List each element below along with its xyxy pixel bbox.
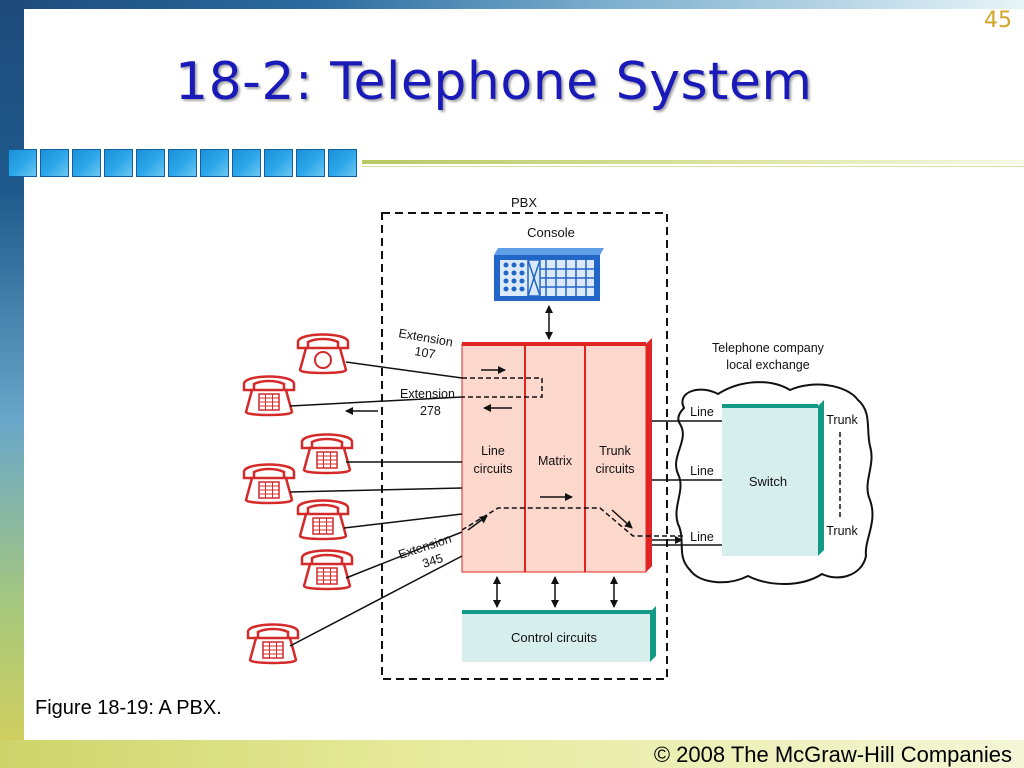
ext345-trunk-call-path	[461, 507, 646, 537]
control-circuits-label: Control circuits	[511, 630, 597, 645]
slide-title: 18-2: Telephone System	[175, 52, 813, 112]
telephone-icon	[246, 623, 300, 665]
control-circuits-box	[462, 606, 656, 662]
slide-number: 45	[984, 8, 1012, 33]
telephone-rotary-icon	[296, 333, 350, 375]
ext345-arrow-2	[611, 509, 633, 529]
exchange-lines	[652, 420, 722, 546]
telephone-icon	[242, 375, 296, 417]
copyright-notice: © 2008 The McGraw-Hill Companies	[653, 742, 1012, 767]
ext278-label-1: Extension	[400, 387, 455, 401]
console-icon	[494, 248, 604, 301]
telephone-icon	[300, 433, 354, 475]
decor-square	[232, 149, 261, 177]
top-frame-bar	[0, 0, 1024, 9]
title-rule	[362, 160, 1024, 164]
trunk-label-1: Trunk	[826, 413, 858, 427]
exchange-label-1: Telephone company	[712, 341, 825, 355]
extension-lines	[289, 361, 463, 647]
matrix-label: Matrix	[538, 454, 573, 468]
ext345-arrow-1	[467, 515, 488, 531]
pbx-boundary	[381, 212, 668, 680]
ext107-ext278-call-path	[462, 377, 543, 398]
line-label-1: Line	[690, 405, 714, 419]
pbx-label: PBX	[511, 195, 537, 210]
pbx-diagram: PBX Console Line circuits M	[242, 195, 874, 680]
trunk-label-2: Trunk	[826, 524, 858, 538]
line-circuits-label-2: circuits	[474, 462, 513, 476]
ext278-label-2: 278	[420, 404, 441, 418]
trunk-circuits-label-2: circuits	[596, 462, 635, 476]
line-label-2: Line	[690, 464, 714, 478]
ext345-label-2: 345	[421, 551, 445, 571]
decor-square	[72, 149, 101, 177]
left-frame-bar	[0, 0, 24, 768]
decor-square	[8, 149, 37, 177]
decor-square	[136, 149, 165, 177]
decor-square	[168, 149, 197, 177]
local-exchange-cloud	[675, 381, 874, 585]
trunk-circuits-label-1: Trunk	[599, 444, 631, 458]
decorative-squares	[8, 149, 360, 179]
figure-caption: Figure 18-19: A PBX.	[35, 697, 222, 719]
telephone-icon	[242, 463, 296, 505]
circuits-block	[461, 338, 652, 573]
exchange-label-2: local exchange	[726, 358, 809, 372]
ext107-label-2: 107	[413, 344, 436, 361]
decor-square	[200, 149, 229, 177]
decor-square	[40, 149, 69, 177]
line-circuits-label-1: Line	[481, 444, 505, 458]
decor-square	[264, 149, 293, 177]
switch-box	[722, 400, 824, 556]
decor-square	[296, 149, 325, 177]
line-label-3: Line	[690, 530, 714, 544]
title-rule-thin	[362, 166, 1024, 167]
bottom-frame-bar	[0, 740, 1024, 768]
decor-square	[328, 149, 357, 177]
switch-label: Switch	[749, 474, 787, 489]
telephone-icon	[300, 549, 354, 591]
decor-square	[104, 149, 133, 177]
telephone-icon	[296, 499, 350, 541]
console-label: Console	[527, 225, 575, 240]
